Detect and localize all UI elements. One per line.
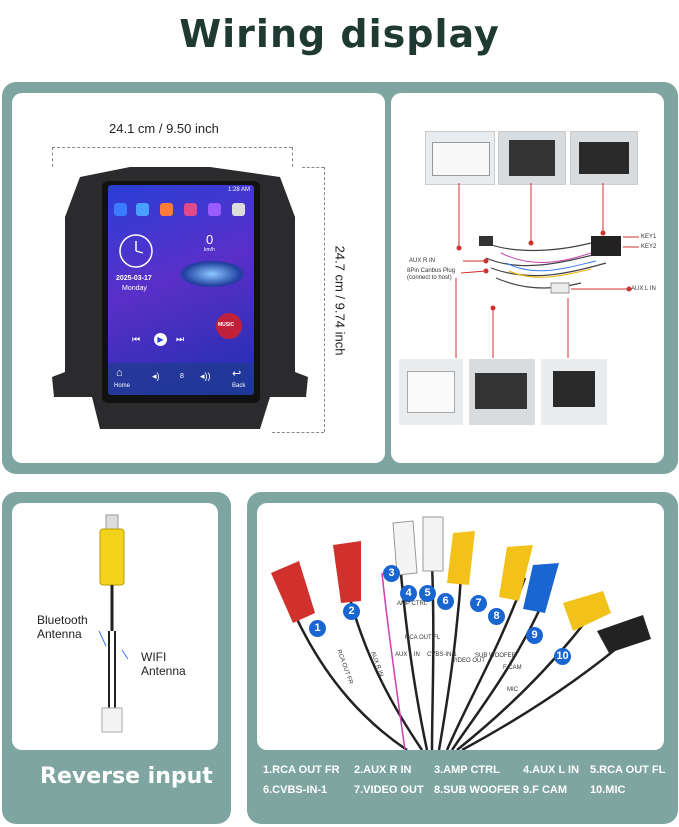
cable-badge-4: 4 (400, 585, 417, 602)
height-dimension-tick-top (302, 167, 324, 168)
cable-badge-1: 1 (309, 620, 326, 637)
legend-2: 2.AUX R IN (354, 764, 412, 776)
speed-value: 0 (206, 232, 214, 247)
next-icon[interactable]: ⏭ (176, 334, 185, 344)
sleeve-label-7: VIDEO OUT (452, 658, 486, 664)
aux-r-in-label: AUX R IN (409, 258, 436, 264)
bluetooth-antenna-label: Bluetooth Antenna (37, 613, 88, 641)
sleeve-label-9: F CAM (503, 665, 522, 671)
harness-card: KEY1 KEY2 AUX R IN 8Pin Canbus Plug (con… (391, 93, 664, 463)
height-dimension-line (324, 167, 325, 432)
legend-9: 9.F CAM (523, 784, 567, 796)
home-label: Home (114, 383, 131, 389)
reverse-cable (98, 514, 129, 733)
cable-badge-6: 6 (437, 593, 454, 610)
sleeve-label-6: CVBS-IN-1 (427, 652, 457, 658)
volume-value: 8 (180, 373, 184, 380)
legend-6: 6.CVBS-IN-1 (263, 784, 328, 796)
black-connector-shape-2 (579, 142, 629, 174)
wifi-antenna-label: WIFI Antenna (141, 650, 186, 678)
width-dimension-line (52, 147, 292, 148)
aux-l-in-label: AUX L IN (631, 286, 656, 292)
sleeve-label-10: MIC (507, 687, 518, 693)
legend-10: 10.MIC (590, 784, 626, 796)
connector-photo-2 (498, 131, 566, 185)
status-time: 1:28 AM (227, 187, 250, 193)
camera-icon[interactable] (160, 203, 173, 216)
reverse-card: Bluetooth Antenna WIFI Antenna (12, 503, 218, 750)
music-widget[interactable]: MUSIC (216, 313, 242, 339)
page-title: Wiring display (179, 12, 500, 56)
height-dimension-tick-bottom (272, 432, 324, 433)
car-graphic (178, 260, 246, 288)
screen: 1:28 AM 2025-03-17 Monday 0 km/h MUSIC ⏮… (108, 185, 254, 395)
black-connector-shape (509, 140, 555, 176)
legend-4: 4.AUX L IN (523, 764, 580, 776)
width-dimension-label: 24.1 cm / 9.50 inch (109, 121, 219, 136)
harness-wires (455, 183, 639, 358)
apps-icon[interactable] (114, 203, 127, 216)
sleeve-label-3: AMP CTRL (397, 601, 428, 607)
cable-badge-9: 9 (526, 627, 543, 644)
video-icon[interactable] (184, 203, 197, 216)
home-icon[interactable]: ⌂ (116, 367, 123, 379)
legend-8: 8.SUB WOOFER (434, 784, 519, 796)
settings-icon[interactable] (232, 203, 245, 216)
sleeve-label-4: AUX L IN (395, 652, 420, 658)
connector-photo-4 (399, 359, 463, 425)
reverse-input-label: Reverse input (40, 764, 213, 789)
legend-3: 3.AMP CTRL (434, 764, 500, 776)
white-connector-shape (432, 142, 490, 176)
cable-badge-8: 8 (488, 608, 505, 625)
sleeve-label-8: SUB WOOFER (475, 653, 517, 659)
sleeve-label-5: RCA OUT FL (405, 635, 441, 641)
rca-cables (271, 516, 651, 750)
white-plug-shape (407, 371, 455, 413)
cable-badge-2: 2 (343, 603, 360, 620)
speed-unit: km/h (204, 247, 215, 253)
connector-photo-3 (570, 131, 638, 185)
black-plug-shape (475, 373, 527, 409)
head-unit-card: 24.1 cm / 9.50 inch 24.7 cm / 9.74 inch … (12, 93, 385, 463)
key2-label: KEY2 (641, 244, 657, 250)
music-app-icon[interactable] (208, 203, 221, 216)
cable-badge-5: 5 (419, 585, 436, 602)
back-label: Back (232, 383, 246, 389)
connector-photo-1 (425, 131, 495, 185)
app-icon-row (114, 203, 248, 217)
width-dimension-tick-left (52, 147, 53, 167)
canbus-note-label: (connect to host) (407, 275, 452, 281)
cable-badge-10: 10 (554, 648, 571, 665)
rca-card: 1 2 3 4 5 6 7 8 9 10 RCA OUT FR AUX R IN… (257, 503, 664, 750)
play-icon[interactable]: ▶ (154, 333, 167, 346)
analog-clock-icon (119, 234, 153, 268)
connector-photo-6 (541, 359, 607, 425)
width-dimension-tick-right (292, 147, 293, 167)
legend-7: 7.VIDEO OUT (354, 784, 424, 796)
date-text: 2025-03-17 (116, 275, 152, 282)
volume-up-icon[interactable]: ◂)) (200, 371, 211, 381)
key1-label: KEY1 (641, 234, 657, 240)
connector-photo-5 (469, 359, 535, 425)
black-plug-shape-2 (553, 371, 595, 407)
volume-down-icon[interactable]: ◂) (152, 371, 160, 381)
legend-1: 1.RCA OUT FR (263, 764, 340, 776)
media-controls: ⏮ ▶ ⏭ (132, 333, 192, 348)
music-label: MUSIC (218, 322, 235, 328)
back-icon[interactable]: ↩ (232, 368, 242, 380)
day-text: Monday (122, 285, 147, 292)
canbus-label: 8Pin Canbus Plug (407, 268, 456, 274)
cable-badge-7: 7 (470, 595, 487, 612)
legend-5: 5.RCA OUT FL (590, 764, 666, 776)
height-dimension-label: 24.7 cm / 9.74 inch (332, 245, 348, 356)
navigation-icon[interactable] (136, 203, 149, 216)
bottom-bar: ⌂ Home ◂) 8 ◂)) ↩ Back (108, 363, 254, 395)
previous-icon[interactable]: ⏮ (132, 334, 141, 344)
cable-badge-3: 3 (383, 565, 400, 582)
